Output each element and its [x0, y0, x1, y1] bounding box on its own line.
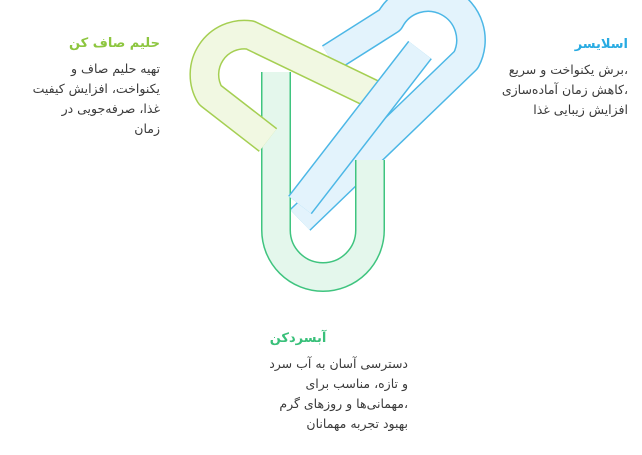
- bottom-title: آبسردکن: [269, 331, 327, 346]
- left-line: غذا، صرفه‌جویی در: [61, 101, 160, 116]
- right-line: ،کاهش زمان آماده‌سازی: [501, 82, 628, 97]
- left-feature-block: حلیم صاف کن تهیه حلیم صاف و یکنواخت، افز…: [10, 36, 160, 139]
- right-title: اسلایسر: [574, 37, 628, 52]
- right-feature-block: اسلایسر ،برش یکنواخت و سریع ،کاهش زمان آ…: [476, 37, 628, 120]
- bottom-line: دسترسی آسان به آب سرد: [269, 356, 408, 371]
- left-description: تهیه حلیم صاف و یکنواخت، افزایش کیفیت غذ…: [10, 59, 160, 139]
- right-line: ،برش یکنواخت و سریع: [508, 62, 628, 77]
- bottom-line: ،مهمانی‌ها و روزهای گرم: [279, 396, 408, 411]
- bottom-description: دسترسی آسان به آب سرد و تازه، مناسب برای…: [228, 354, 408, 434]
- right-description: ،برش یکنواخت و سریع ،کاهش زمان آماده‌ساز…: [476, 60, 628, 120]
- right-line: افزایش زیبایی غذا: [533, 102, 628, 117]
- left-line: تهیه حلیم صاف و: [70, 61, 160, 76]
- bottom-line: بهبود تجربه مهمانان: [306, 416, 408, 431]
- bottom-line: و تازه، مناسب برای: [305, 376, 408, 391]
- left-title: حلیم صاف کن: [68, 36, 160, 51]
- left-line: یکنواخت، افزایش کیفیت: [32, 81, 160, 96]
- left-line: زمان: [134, 121, 160, 136]
- bottom-feature-block: آبسردکن دسترسی آسان به آب سرد و تازه، من…: [228, 331, 408, 434]
